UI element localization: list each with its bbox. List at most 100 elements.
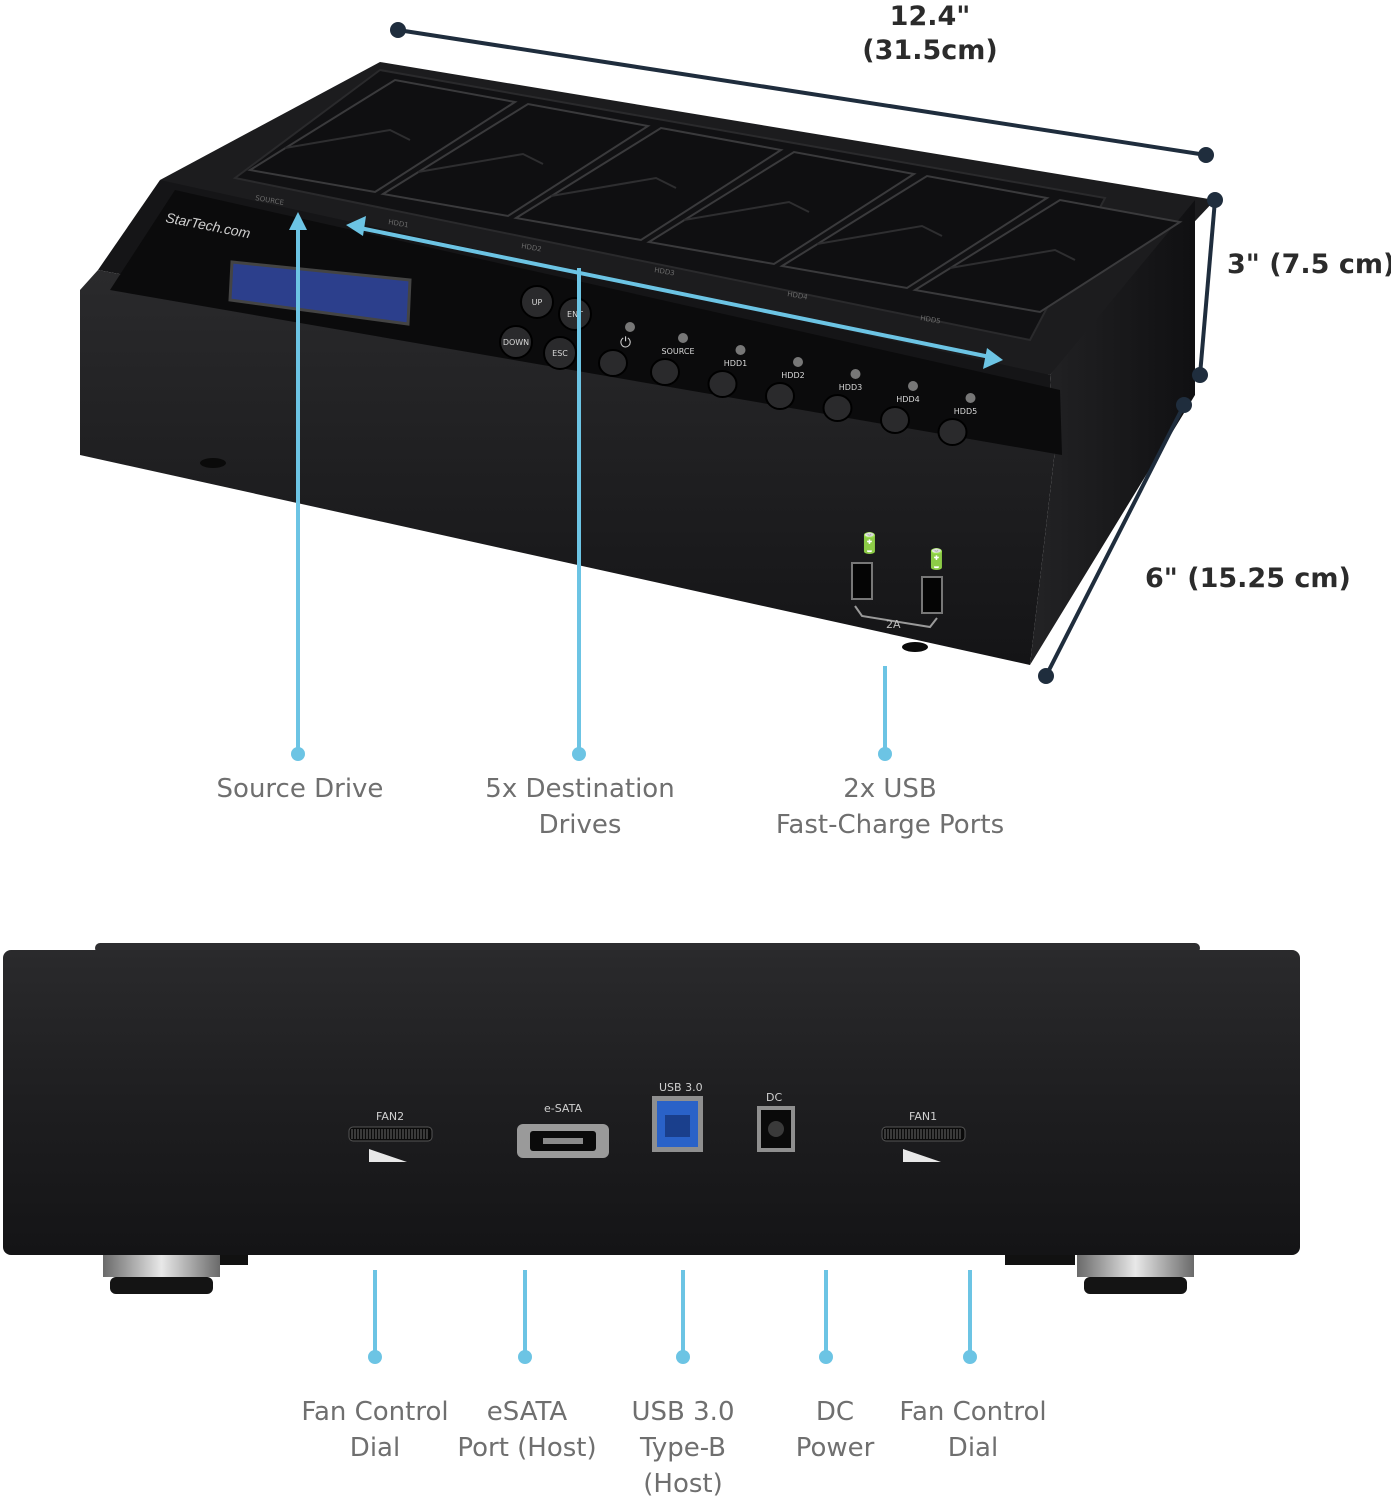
duplicator-rear-view: FAN2 e-SATA USB 3.0 DC FAN1 — [3, 943, 1300, 1294]
device-foot — [902, 642, 928, 652]
device-foot — [200, 458, 226, 468]
usb-fast-charge-ports: 🔋 🔋 2A — [851, 531, 949, 631]
depth-dimension-line — [1044, 404, 1186, 677]
port-button-hdd2[interactable] — [765, 382, 795, 410]
bay-lid-ridge — [284, 128, 411, 149]
port-button-hdd1[interactable] — [707, 370, 738, 398]
bay-label: HDD3 — [654, 266, 676, 277]
nav-button-esc[interactable] — [543, 336, 577, 370]
destination-callout-dot — [572, 747, 586, 761]
status-led — [908, 381, 918, 391]
lcd-display — [228, 260, 412, 326]
nav-button-label: DOWN — [503, 338, 529, 347]
port-button-label: HDD4 — [896, 395, 919, 404]
port-button-label: HDD1 — [724, 359, 747, 368]
depth-dimension-end — [1176, 397, 1192, 413]
usb-callout-dot — [878, 747, 892, 761]
destination-arrow-head-right — [983, 348, 1003, 369]
dc-jack-hole — [768, 1121, 784, 1137]
rear-foot-right — [1077, 1255, 1194, 1277]
source-drive-label: Source Drive — [216, 774, 384, 804]
usb3-callout-dot — [676, 1350, 690, 1364]
device-right-side — [1030, 200, 1195, 665]
length-dimension-line — [397, 28, 1207, 157]
fan2-dial-indicator — [369, 1149, 407, 1162]
fan1-dial-indicator — [903, 1149, 941, 1162]
drive-bay-hdd5[interactable] — [912, 198, 1183, 314]
usb3-type-b-label: USB 3.0 Type-B (Host) — [631, 1397, 735, 1499]
dc-power-label: DC Power — [795, 1397, 875, 1463]
usb-charge-label: 2A — [886, 618, 901, 631]
source-callout-arrow-head — [289, 212, 307, 230]
status-led — [678, 333, 688, 343]
dc-callout-dot — [819, 1350, 833, 1364]
port-button-label: HDD5 — [954, 407, 977, 416]
drive-bay-hdd2[interactable] — [513, 126, 784, 242]
length-dimension-end — [1198, 147, 1214, 163]
destination-arrow — [359, 226, 991, 359]
bay-label: HDD2 — [521, 242, 543, 253]
rear-foot-left-base — [110, 1277, 213, 1294]
rear-foot-left — [103, 1255, 220, 1277]
esata-label: e-SATA — [544, 1102, 582, 1115]
height-dimension-end — [1207, 192, 1223, 208]
nav-button-ent[interactable] — [558, 297, 592, 331]
nav-button-up[interactable] — [520, 285, 554, 319]
source-callout-dot — [291, 747, 305, 761]
drive-bay-hdd1[interactable] — [380, 102, 651, 218]
usb3-port-contacts — [665, 1115, 690, 1137]
esata-port-label: eSATA Port (Host) — [457, 1397, 597, 1463]
port-button-label: HDD2 — [781, 371, 804, 380]
fan2-label: FAN2 — [376, 1110, 404, 1123]
drive-bay-hdd4[interactable] — [779, 174, 1050, 290]
status-led — [735, 345, 746, 355]
length-dimension-end — [390, 22, 406, 38]
usb-charge-bracket — [854, 605, 938, 629]
destination-arrow-head-left — [346, 216, 366, 236]
power-icon: ⏻ — [620, 335, 631, 351]
power-button[interactable] — [598, 349, 628, 377]
rear-foot-shadow — [1005, 1255, 1075, 1265]
depth-dimension-label: 6" (15.25 cm) — [1145, 563, 1351, 594]
destination-drives-label: 5x Destination Drives — [485, 774, 675, 840]
bay-lid-ridge — [816, 224, 943, 245]
usb3-label: USB 3.0 — [659, 1081, 703, 1094]
height-dimension-end — [1192, 367, 1208, 383]
length-dimension-label: 12.4" (31.5cm) — [862, 1, 998, 66]
drive-bay-source[interactable] — [247, 78, 518, 194]
usb-port-1[interactable] — [851, 562, 873, 600]
port-button-hdd5[interactable] — [937, 418, 968, 446]
esata-port-tongue — [543, 1138, 583, 1144]
bay-lid-ridge — [949, 248, 1076, 269]
height-dimension-line — [1198, 199, 1217, 376]
fan1-control-label: Fan Control Dial — [899, 1397, 1047, 1463]
port-button-hdd4[interactable] — [880, 406, 910, 434]
usb-fast-charge-label: 2x USB Fast-Charge Ports — [775, 774, 1005, 840]
battery-charge-icon: 🔋 — [924, 547, 949, 571]
top-callouts — [289, 212, 1003, 761]
device-lower-body — [80, 270, 1055, 665]
dimension-lines — [390, 22, 1223, 684]
status-led — [965, 393, 976, 403]
fan1-callout-dot — [963, 1350, 977, 1364]
usb-port-2[interactable] — [921, 576, 943, 614]
dc-label: DC — [766, 1091, 782, 1104]
bay-label: HDD4 — [787, 290, 809, 302]
bay-lid-ridge — [550, 176, 677, 197]
port-button-hdd3[interactable] — [822, 394, 853, 422]
battery-charge-icon: 🔋 — [857, 531, 882, 555]
height-dimension-label: 3" (7.5 cm) — [1227, 249, 1391, 280]
fan2-callout-dot — [368, 1350, 382, 1364]
depth-dimension-end — [1038, 668, 1054, 684]
port-button-source[interactable] — [650, 358, 680, 386]
esata-callout-dot — [518, 1350, 532, 1364]
status-led — [850, 369, 861, 379]
fan1-label: FAN1 — [909, 1110, 937, 1123]
drive-bay-hdd3[interactable] — [646, 150, 917, 266]
bay-lid-ridge — [683, 200, 810, 221]
nav-button-label: ENT — [567, 310, 583, 319]
nav-button-down[interactable] — [499, 325, 533, 359]
fan2-control-label: Fan Control Dial — [301, 1397, 449, 1463]
